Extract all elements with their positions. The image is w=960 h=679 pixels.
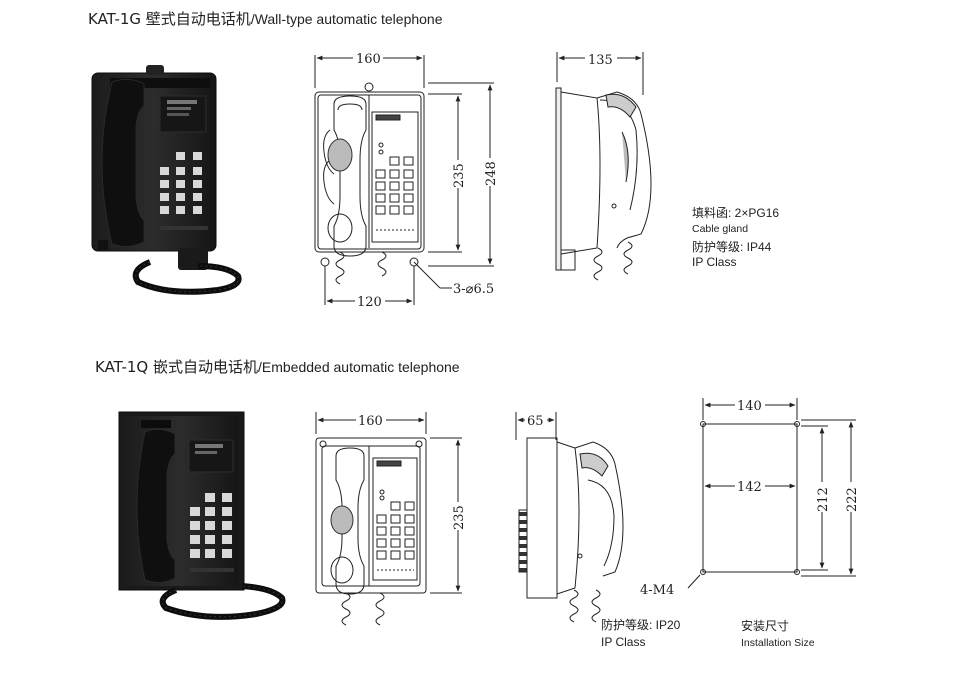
ip-class-cn: 防护等级: IP44	[692, 240, 772, 254]
dim-hole-spacing-label: 120	[357, 295, 382, 310]
dim-install-w-outer-label: 140	[737, 399, 762, 414]
ip-class-en: IP Class	[692, 255, 737, 269]
section2-title: KAT-1Q 嵌式自动电话机/Embedded automatic teleph…	[95, 356, 460, 377]
dim-width-2-label: 160	[358, 414, 383, 429]
embedded-side-dim-labels: 65	[525, 412, 547, 429]
install-size-cn: 安装尺寸	[741, 619, 790, 633]
section1-notes: 填料函: 2×PG16 Cable gland 防护等级: IP44 IP Cl…	[692, 204, 779, 269]
cable-gland-en: Cable gland	[692, 223, 749, 235]
cable-gland-cn: 填料函: 2×PG16	[692, 206, 780, 220]
embedded-front-dim-labels: 160 235	[356, 412, 467, 530]
section2-title-cn: KAT-1Q 嵌式自动电话机	[95, 358, 258, 376]
section1-title-en: /Wall-type automatic telephone	[250, 11, 443, 27]
wall-phone-photo	[91, 65, 242, 295]
dim-install-w-inner-label: 142	[737, 480, 762, 495]
dim-width-label: 160	[356, 52, 381, 67]
wall-front-dim-labels: 160 235 248 120 3-⌀6.5	[353, 50, 499, 310]
wall-side-dim-labels: 135	[585, 50, 617, 68]
section2-ip-notes: 防护等级: IP20 IP Class	[601, 616, 680, 649]
section2-install-notes: 安装尺寸 Installation Size	[741, 617, 815, 649]
dim-holes-label: 3-⌀6.5	[453, 282, 494, 297]
section2-title-en: /Embedded automatic telephone	[258, 359, 460, 375]
embedded-side-view	[515, 412, 624, 623]
embedded-front-view	[315, 412, 462, 626]
dim-height-inner-label: 235	[452, 163, 467, 188]
installation-dim-labels: 140 142 212 222 4-M4	[640, 397, 860, 598]
dim-height-2-label: 235	[452, 505, 467, 530]
ip-class-2-en: IP Class	[601, 635, 646, 649]
wall-side-view	[555, 52, 652, 281]
dim-install-h-inner-label: 212	[816, 487, 831, 512]
wall-front-view	[314, 55, 494, 305]
ip-class-2-cn: 防护等级: IP20	[601, 618, 681, 632]
dim-depth-label: 135	[588, 53, 613, 68]
section1-title: KAT-1G 壁式自动电话机/Wall-type automatic telep…	[88, 8, 443, 29]
dim-height-outer-label: 248	[484, 161, 499, 186]
embedded-phone-photo	[118, 411, 286, 620]
dim-depth-2-label: 65	[527, 414, 544, 429]
dim-install-h-outer-label: 222	[845, 487, 860, 512]
install-size-en: Installation Size	[741, 637, 815, 649]
section1-title-cn: KAT-1G 壁式自动电话机	[88, 10, 251, 28]
dim-install-holes-label: 4-M4	[640, 583, 674, 598]
